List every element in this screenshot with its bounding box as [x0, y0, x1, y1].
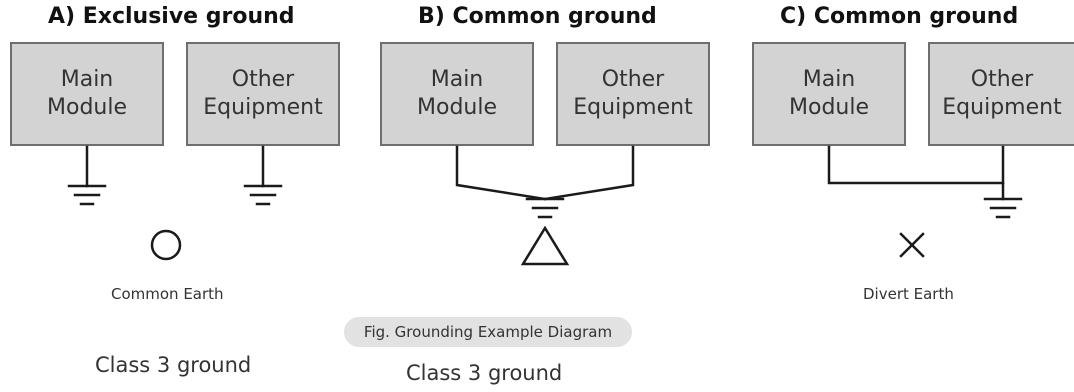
panel-c-common-wire — [827, 145, 1005, 201]
panel-b-title: B) Common ground — [418, 4, 657, 29]
panel-b-common-wire — [455, 145, 635, 201]
panel-a-main-ground-icon — [67, 184, 107, 206]
panel-a-other-equipment-box: Other Equipment — [186, 42, 340, 146]
panel-a-main-module-box: Main Module — [10, 42, 164, 146]
circle-icon — [150, 229, 182, 261]
panel-c-main-module-box: Main Module — [752, 42, 906, 146]
panel-a-main-module-label: Main Module — [47, 67, 127, 120]
panel-c-ground-icon — [983, 197, 1023, 219]
panel-c-title: C) Common ground — [780, 4, 1019, 29]
panel-b-ground-icon — [525, 197, 565, 219]
class-label-center: Class 3 ground — [406, 361, 563, 385]
panel-c-other-equipment-label: Other Equipment — [942, 67, 1062, 120]
panel-c-caption: Divert Earth — [863, 285, 954, 303]
panel-b-other-equipment-box: Other Equipment — [556, 42, 710, 146]
figure-caption: Fig. Grounding Example Diagram — [344, 317, 632, 347]
triangle-icon — [520, 225, 570, 266]
panel-b-main-module-box: Main Module — [380, 42, 534, 146]
panel-a-other-equipment-label: Other Equipment — [203, 67, 323, 120]
panel-a-other-ground-icon — [243, 184, 283, 206]
class-label-left: Class 3 ground — [95, 353, 252, 377]
panel-c-main-module-label: Main Module — [789, 67, 869, 120]
panel-b-main-module-label: Main Module — [417, 67, 497, 120]
panel-a-caption: Common Earth — [111, 285, 224, 303]
panel-a-title: A) Exclusive ground — [48, 4, 295, 29]
panel-c-other-equipment-box: Other Equipment — [928, 42, 1074, 146]
panel-b-other-equipment-label: Other Equipment — [573, 67, 693, 120]
cross-icon — [899, 232, 925, 258]
